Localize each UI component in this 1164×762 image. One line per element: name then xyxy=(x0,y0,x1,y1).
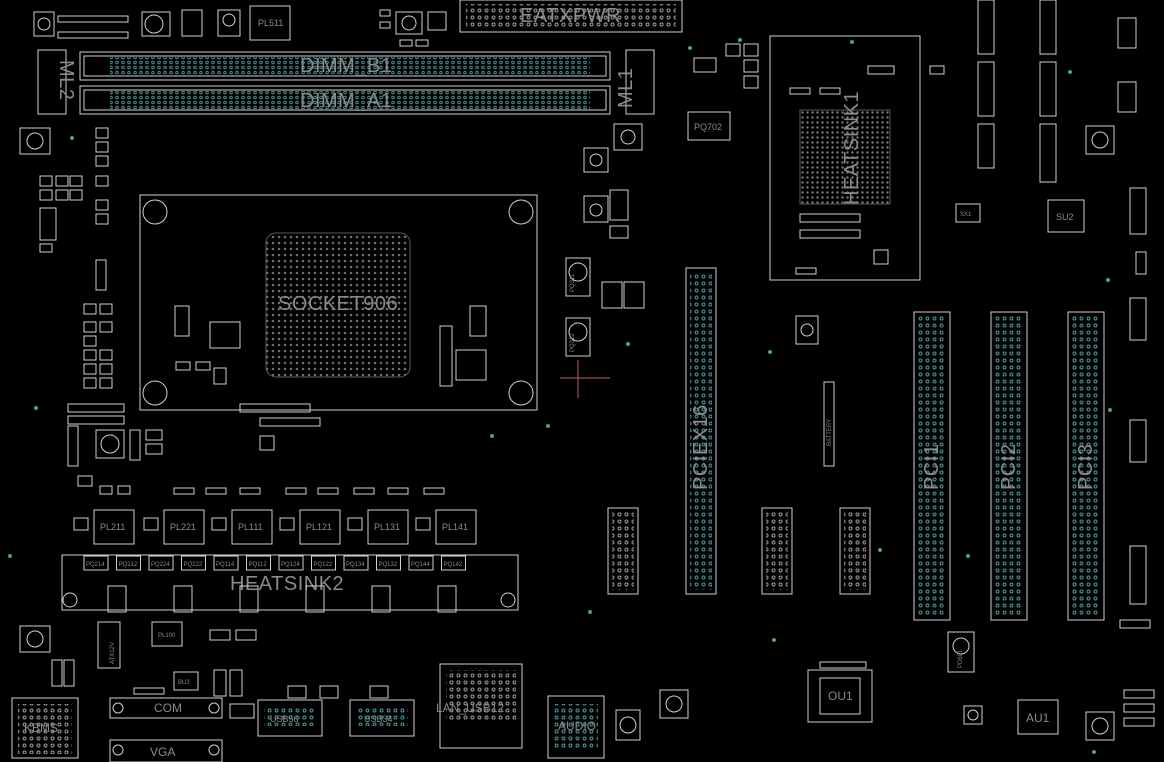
mosfet-label: PQ112 xyxy=(249,562,268,568)
bottom-left-area: ATX12V PL100 BU3 KBMS COM VGA USB56 USB3… xyxy=(11,621,415,762)
pl141-label: PL141 xyxy=(442,522,468,532)
pci2-slot: PCI2 xyxy=(990,311,1028,621)
pd601-label: PD601 xyxy=(958,649,964,668)
top-left-components: PL511 xyxy=(33,5,447,47)
pl121-label: PL121 xyxy=(306,522,332,532)
vrm-inductors: PL211 PL221 PL111 PL121 PL131 PL141 xyxy=(73,487,477,545)
rear-io: LAN_USB12 AUDIO xyxy=(436,663,689,759)
mosfet-label: PQ124 xyxy=(281,562,300,568)
pq702-regulator: PQ702 xyxy=(687,43,759,141)
mosfet-package xyxy=(83,555,109,571)
mosfet-package xyxy=(116,555,141,571)
mosfet-package xyxy=(408,555,434,571)
mosfet-label: PQ222 xyxy=(184,562,203,568)
pci3-slot: PCI3 xyxy=(1067,311,1105,621)
pciex16-label: PCIEX16 xyxy=(690,404,712,490)
heatsink2: PQ214 PQ212 PQ224 PQ222 PQ114 PQ112 PQ124 PQ122… xyxy=(61,554,519,613)
pq311-label: PQ311 xyxy=(570,273,576,292)
mosfet-package xyxy=(311,555,336,571)
mosfet-package xyxy=(181,555,206,571)
pl100-label: PL100 xyxy=(158,633,176,639)
atx12v-label: ATX12V xyxy=(110,642,116,664)
lan-usb12-label: LAN_USB12 xyxy=(436,701,504,715)
sata-headers: BATTERY xyxy=(607,315,871,595)
vrm-controller-area: PQ311 PQ312 xyxy=(560,123,645,398)
pci1-slot: PCI1 xyxy=(913,311,951,621)
audio-label: AUDIO xyxy=(558,719,596,733)
battery-label: BATTERY xyxy=(827,419,833,446)
cpu-socket: SOCKET906 xyxy=(139,194,538,451)
heatsink1: HEATSINK1 xyxy=(769,35,945,281)
mosfet-package xyxy=(441,555,466,571)
mosfet-label: PQ122 xyxy=(314,562,333,568)
vga-label: VGA xyxy=(150,745,175,759)
mosfet-label: PQ114 xyxy=(216,562,235,568)
pci1-label: PCI1 xyxy=(921,444,943,490)
usb34-label: USB34 xyxy=(364,714,393,724)
mosfet-package xyxy=(246,555,271,571)
mosfet-package xyxy=(148,555,174,571)
pciex16-slot: PCIEX16 xyxy=(685,267,717,595)
pci3-label: PCI3 xyxy=(1075,444,1097,490)
mosfet-label: PQ134 xyxy=(346,562,365,568)
ou1-label: OU1 xyxy=(828,689,853,703)
sx1-label: SX1 xyxy=(960,212,972,218)
eatxpwr-label: EATXPWR xyxy=(520,5,621,27)
left-side-parts xyxy=(19,127,163,495)
right-connectors: SU2 SX1 xyxy=(955,0,1147,605)
bu3-label: BU3 xyxy=(178,680,190,686)
com-label: COM xyxy=(154,701,182,715)
pci2-label: PCI2 xyxy=(998,444,1020,490)
pl511-label: PL511 xyxy=(258,18,283,28)
mosfet-label: PQ144 xyxy=(411,562,430,568)
ml1-label: ML1 xyxy=(615,68,637,108)
pl111-label: PL111 xyxy=(238,522,263,532)
usb56-label: USB56 xyxy=(270,714,299,724)
heatsink2-label: HEATSINK2 xyxy=(230,573,344,595)
au1-label: AU1 xyxy=(1026,711,1050,725)
pq312-label: PQ312 xyxy=(570,333,576,352)
kbms-label: KBMS xyxy=(24,721,58,735)
mosfet-row: PQ214 PQ212 PQ224 PQ222 PQ114 PQ112 PQ124 PQ122… xyxy=(83,555,466,571)
mosfet-package xyxy=(278,555,304,571)
heatsink1-label: HEATSINK1 xyxy=(841,91,863,205)
dimm-a1-label: DIMM_A1 xyxy=(300,90,392,112)
socket-label: SOCKET906 xyxy=(278,293,398,315)
mosfet-label: PQ212 xyxy=(119,562,138,568)
dimm-a1-slot: DIMM_A1 xyxy=(79,85,611,115)
pl221-label: PL221 xyxy=(170,522,196,532)
vias xyxy=(8,38,1112,754)
mosfet-label: PQ142 xyxy=(444,562,463,568)
pq702-label: PQ702 xyxy=(694,122,722,132)
ml1-mount: ML1 xyxy=(615,49,655,115)
mosfet-package xyxy=(343,555,369,571)
pl131-label: PL131 xyxy=(374,522,400,532)
bottom-right-area: PD601 OU1 AU1 xyxy=(807,619,1155,741)
mosfet-package xyxy=(213,555,239,571)
mosfet-label: PQ132 xyxy=(379,562,398,568)
mosfet-label: PQ224 xyxy=(151,562,170,568)
su2-label: SU2 xyxy=(1056,212,1074,222)
ml2-label: ML2 xyxy=(55,60,77,100)
mosfet-label: PQ214 xyxy=(86,562,105,568)
eatxpwr-connector: EATXPWR xyxy=(459,0,683,33)
pl211-label: PL211 xyxy=(100,522,125,532)
dimm-b1-label: DIMM_B1 xyxy=(300,55,392,77)
dimm-b1-slot: DIMM_B1 xyxy=(79,51,611,81)
ml2-mount: ML2 xyxy=(37,49,77,115)
mosfet-package xyxy=(376,555,401,571)
